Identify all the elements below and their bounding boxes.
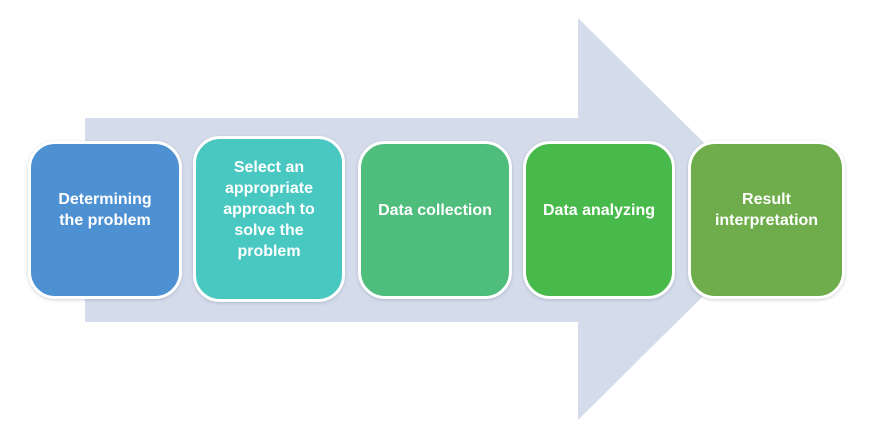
step-box-data-analyzing: Data analyzing bbox=[523, 141, 675, 299]
step-box-select-approach: Select an appropriate approach to solve … bbox=[193, 136, 345, 302]
step-label: Result interpretation bbox=[714, 191, 819, 229]
step-label: Data analyzing bbox=[542, 201, 656, 219]
step-box-result-interpretation: Result interpretation bbox=[688, 141, 845, 299]
step-label: Determining the problem bbox=[58, 191, 152, 229]
step-box-determining-problem: Determining the problem bbox=[28, 141, 182, 299]
step-box-data-collection: Data collection bbox=[358, 141, 512, 299]
step-label: Select an appropriate approach to solve … bbox=[223, 158, 315, 260]
step-label: Data collection bbox=[378, 201, 492, 219]
